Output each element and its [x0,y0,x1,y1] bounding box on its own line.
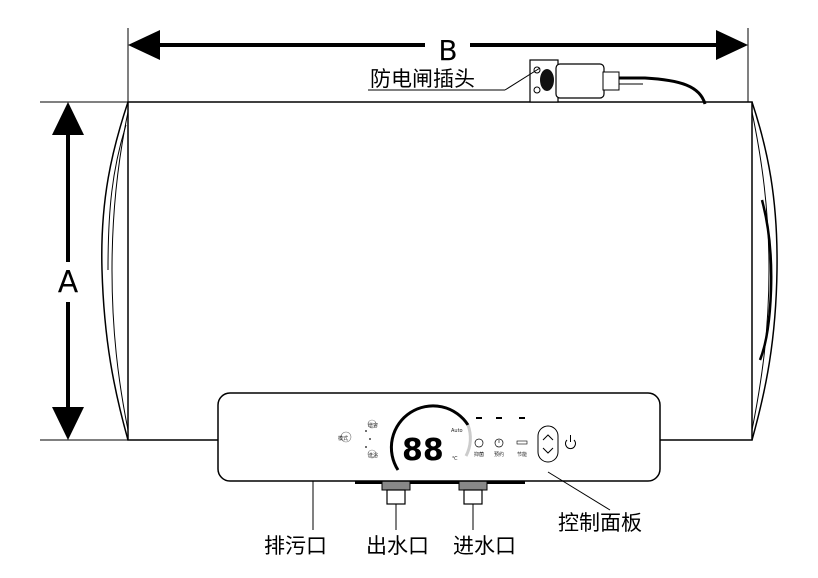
function-buttons: 抑菌 预约 节能 [474,417,528,458]
display-unit: ℃ [452,456,458,462]
label-drain-outlet: 排污口 [264,534,327,558]
callout-water-inlet: 进水口 [453,504,516,558]
dimension-b-label: B [438,34,457,67]
callout-drain: 排污口 [264,481,327,558]
mode-button-label-3[interactable]: 洗浴 [368,452,378,459]
label-water-inlet: 进水口 [453,534,516,558]
label-breaker-plug: 防电闸插头 [370,67,475,91]
temperature-rocker[interactable] [537,425,559,463]
function-label-2: 预约 [494,451,504,458]
mode-button-label-1[interactable]: 模式 [338,435,348,442]
breaker-plug [529,59,707,105]
power-icon[interactable] [565,435,576,449]
eco-icon[interactable] [516,440,528,445]
callout-control-panel: 控制面板 [547,471,642,535]
bottom-fittings [355,478,525,505]
temperature-display: 88 Auto ℃ [389,404,472,471]
water-outlet-fitting [381,479,411,505]
mode-button-label-2[interactable]: 增容 [368,422,378,429]
function-label-1: 抑菌 [474,451,484,458]
label-water-outlet: 出水口 [366,534,429,558]
tank-body [101,101,778,441]
dimension-a-label: A [58,265,79,300]
control-panel: 模式 增容 洗浴 88 Auto ℃ [217,392,661,482]
function-label-3: 节能 [517,451,527,458]
dimension-a: A [40,101,128,441]
callout-breaker-plug: 防电闸插头 [368,67,541,91]
mode-button-group: 模式 增容 洗浴 [338,419,378,459]
dimension-b: B [127,28,749,108]
water-inlet-fitting [458,479,488,505]
clock-icon[interactable] [494,438,504,448]
label-control-panel: 控制面板 [558,511,642,535]
shield-icon[interactable] [474,438,484,448]
display-auto: Auto [451,428,463,434]
display-digits: 88 [402,433,444,468]
callout-water-outlet: 出水口 [366,504,429,558]
